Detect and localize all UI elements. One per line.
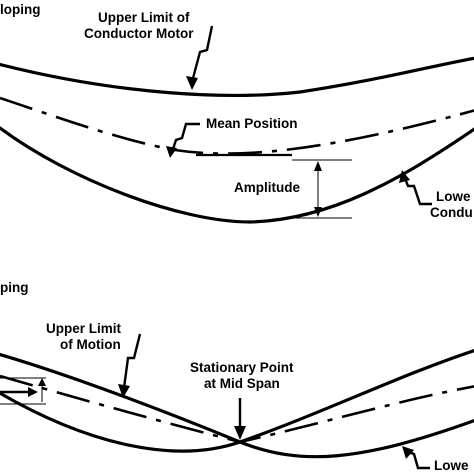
amplitude-up-arrow [314,161,322,171]
stationary-point-label-line1: Stationary Point [190,360,294,375]
mean-position-arrowhead [166,146,177,158]
stationary-point-arrowhead [234,426,246,440]
upper-limit-motion-label-line2: of Motion [60,337,121,352]
amplitude-label: Amplitude [234,180,300,195]
upper-limit-label-line2: Conductor Motor [84,26,194,41]
left-amplitude-dimension [0,377,46,405]
bottom-lower-limit-arrowhead [402,446,414,459]
mean-position-leader [166,122,200,158]
mid-span-mean-curve [0,374,474,444]
bottom-lower-limit-label: Lowe [434,458,469,473]
top-panel-heading: loping [0,2,41,17]
left-dimension-arrow [28,387,38,397]
upper-limit-motion-arrowhead [118,384,130,398]
lower-limit-label-line1: Lowe [436,189,471,204]
amplitude-dimension [292,159,352,219]
mean-position-label: Mean Position [206,116,298,131]
upper-limit-leader [186,25,214,90]
upper-limit-arrowhead [186,76,198,90]
top-panel: loping Upper Limit of Conductor Motor Me… [0,2,474,224]
bottom-panel-heading: ping [0,280,29,295]
lower-limit-arrowhead [399,170,410,183]
upper-limit-label-line1: Upper Limit of [98,10,190,25]
lower-limit-leader [399,170,432,206]
lower-limit-label-line2: Condu [430,205,473,220]
bottom-panel: ping Upper Limit of Motion Stationary [0,280,474,473]
stationary-point-label-line2: at Mid Span [204,376,280,391]
upper-limit-motion-leader [118,333,142,398]
mean-position-curve [0,96,474,155]
upper-limit-motion-label-line1: Upper Limit [46,321,122,336]
bottom-lower-limit-leader [402,446,430,470]
amplitude-down-arrow [314,207,322,217]
upper-limit-curve [0,56,474,97]
stationary-point-leader [234,398,246,440]
